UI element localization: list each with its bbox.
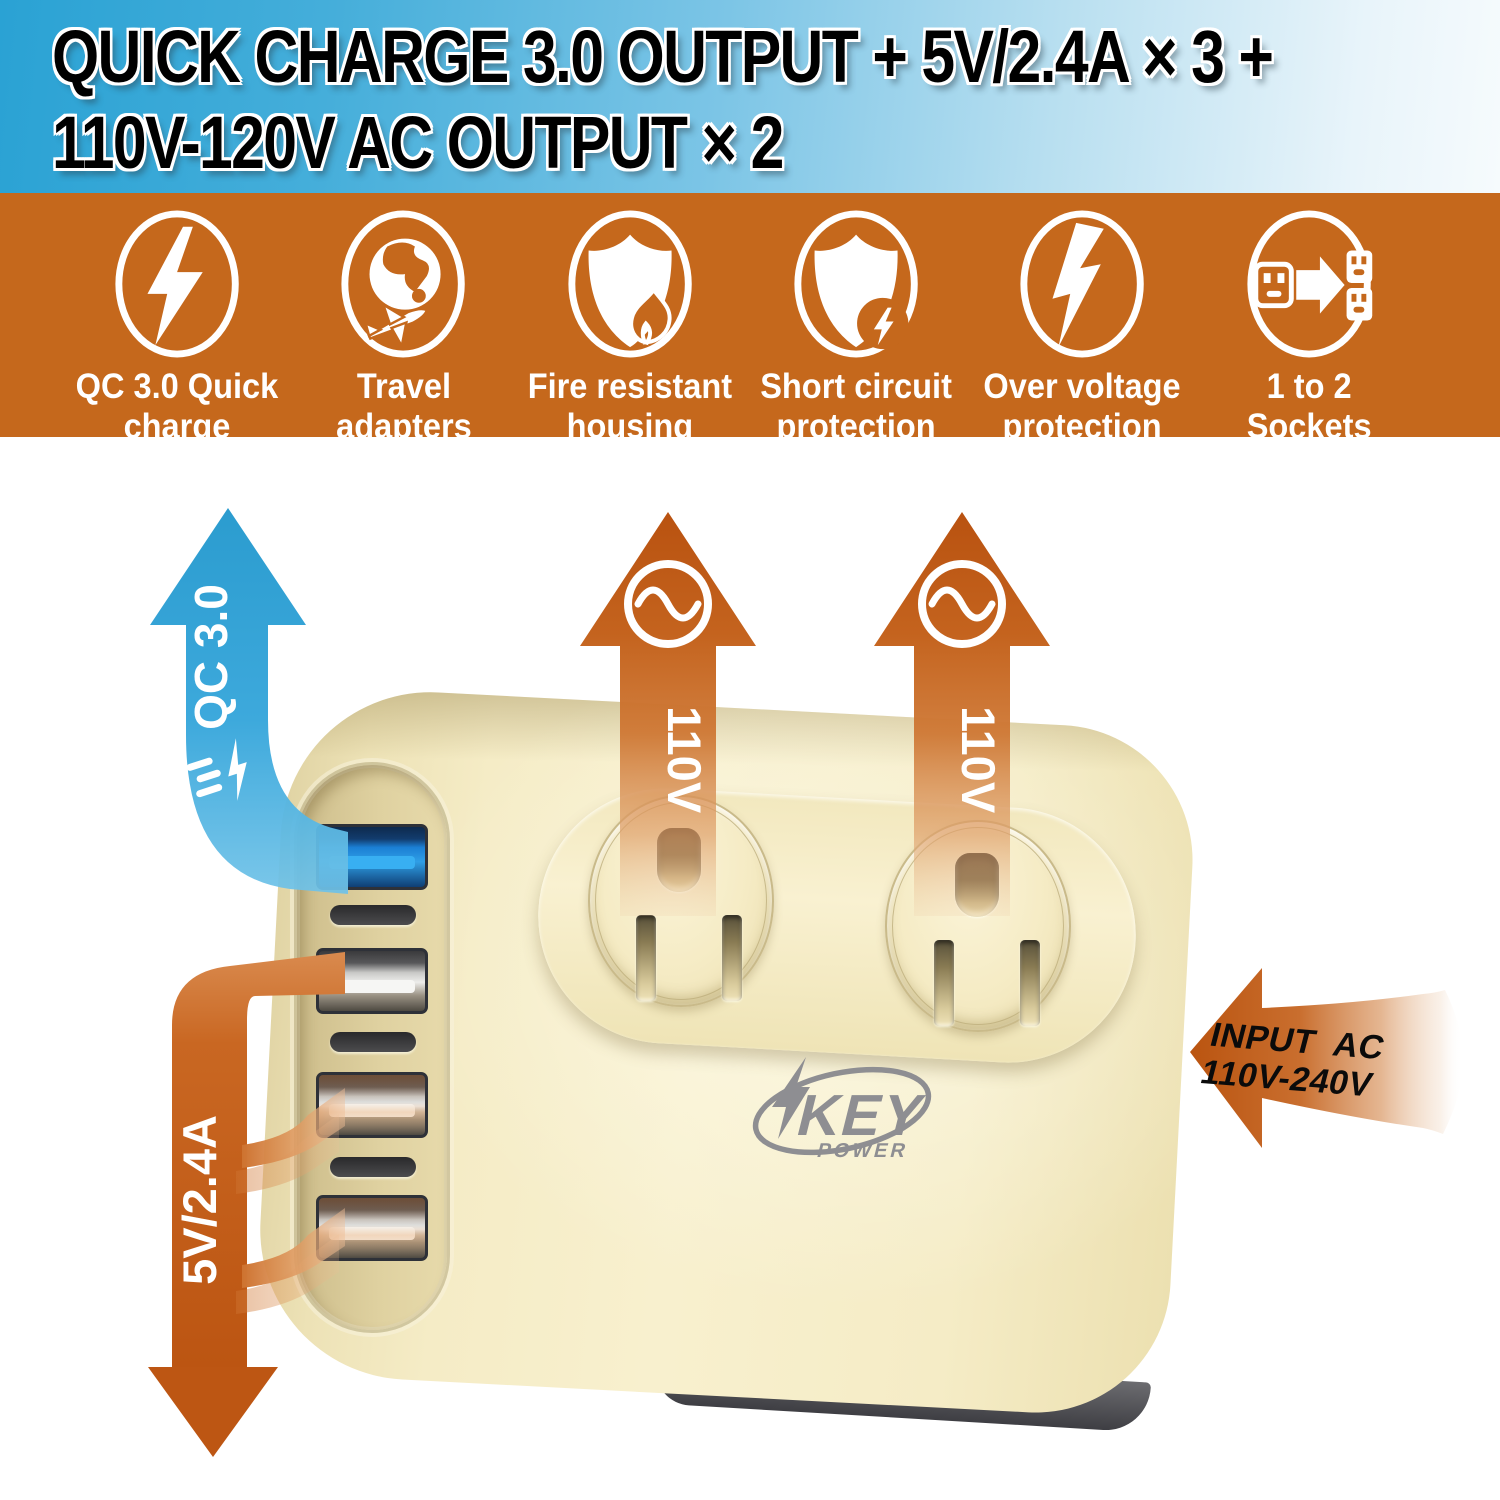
brand-text: KEY xyxy=(791,1084,932,1148)
feature-label: Over voltage protection xyxy=(983,367,1182,447)
usb-tongue xyxy=(328,979,416,993)
header-banner: QUICK CHARGE 3.0 OUTPUT + 5V/2.4A × 3 + … xyxy=(0,0,1500,193)
outlet-blade-slot xyxy=(636,915,656,1001)
outlet-blade-slot xyxy=(934,940,954,1026)
qc-output-arrow: QC 3.0 xyxy=(150,508,348,894)
short-circuit-shield-icon xyxy=(794,210,918,358)
outlet-blade-slot xyxy=(722,915,742,1001)
lightning-speed-icon xyxy=(186,738,247,801)
vent-slot xyxy=(330,1157,416,1177)
vent-slot xyxy=(330,905,416,925)
feature-label: Travel adapters xyxy=(335,367,472,447)
ac-input-label: INPUT AC 110V-240V xyxy=(1197,1016,1389,1104)
outlet-blade-slot xyxy=(1020,940,1040,1026)
usb-output-label: 5V/2.4A xyxy=(173,1115,226,1285)
ac-output-label-left: 110V xyxy=(658,706,711,814)
key-power-logo: KEY POWER xyxy=(752,1057,932,1162)
logo-lightning-icon xyxy=(772,1057,810,1139)
usb-output-arrow: 5V/2.4A xyxy=(148,952,345,1457)
ac-output-label-right: 110V xyxy=(952,706,1005,814)
ac-sine-icon xyxy=(918,560,1006,648)
fire-shield-icon xyxy=(568,210,692,358)
ac-output-arrow-left: 110V xyxy=(580,512,756,916)
feature-over-voltage: Over voltage protection xyxy=(969,209,1195,446)
feature-banner: QC 3.0 Quick charge Travel adapters xyxy=(0,193,1500,446)
feature-label: QC 3.0 Quick charge xyxy=(75,367,279,447)
brand-sub-text: POWER xyxy=(815,1140,911,1162)
feature-label: Fire resistant housing xyxy=(527,367,733,447)
ac-input-arrow xyxy=(1190,968,1463,1148)
vent-slot xyxy=(330,1032,416,1052)
header-title-line2: 110V-120V AC OUTPUT × 2 xyxy=(52,101,784,184)
travel-globe-plane-icon xyxy=(341,210,466,358)
header-title-line1: QUICK CHARGE 3.0 OUTPUT + 5V/2.4A × 3 + xyxy=(52,15,1274,98)
feature-one-to-two: 1 to 2 Sockets xyxy=(1196,209,1422,446)
ac-sine-icon xyxy=(624,560,712,648)
qc-lightning-icon xyxy=(115,210,239,358)
feature-fire-resistant: Fire resistant housing xyxy=(517,209,743,446)
qc-output-label: QC 3.0 xyxy=(185,584,237,730)
feature-short-circuit: Short circuit protection xyxy=(743,209,969,446)
feature-qc-quick-charge: QC 3.0 Quick charge xyxy=(64,209,290,446)
feature-label: Short circuit protection xyxy=(760,367,953,447)
over-voltage-bolt-icon xyxy=(1020,210,1145,358)
feature-label: 1 to 2 Sockets xyxy=(1246,367,1372,447)
one-to-two-sockets-icon xyxy=(1247,210,1372,358)
ac-output-arrow-right: 110V xyxy=(874,512,1050,916)
feature-travel-adapters: Travel adapters xyxy=(290,209,516,446)
usb-tongue xyxy=(328,855,416,869)
